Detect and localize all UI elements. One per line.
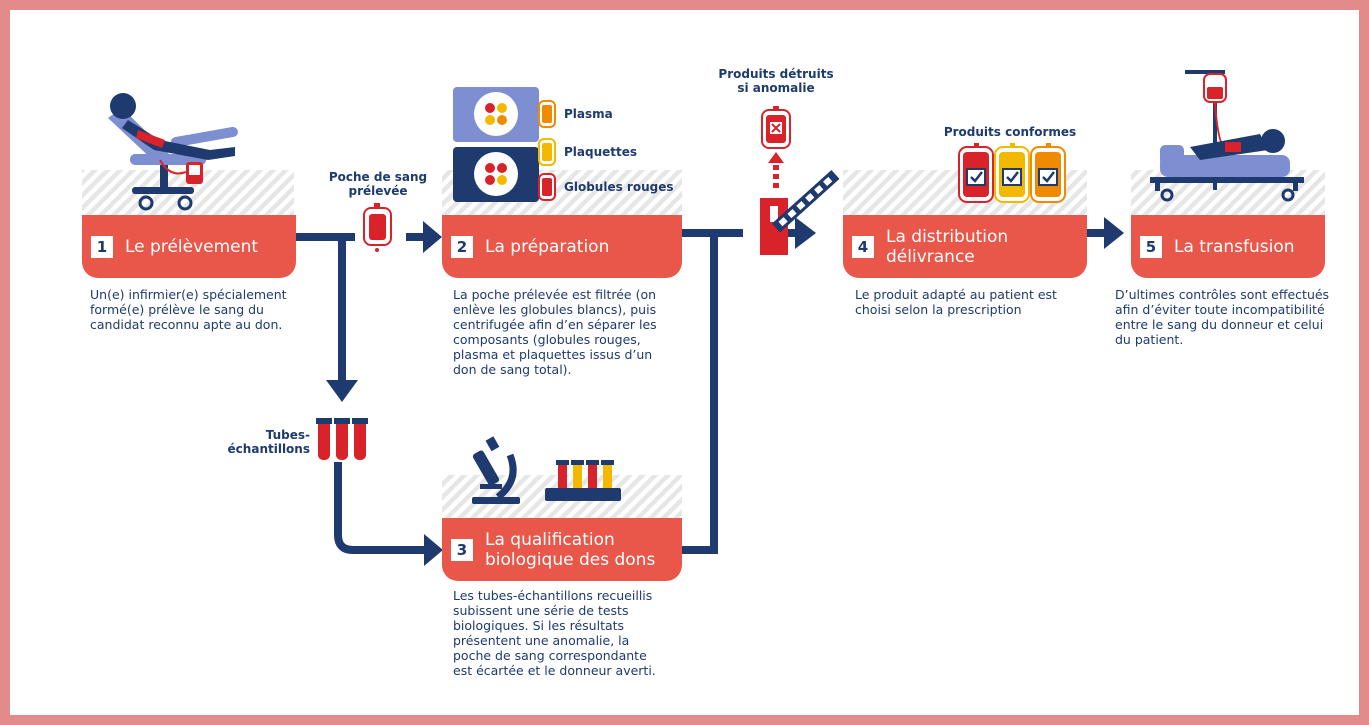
step-number-5: 5	[1140, 235, 1162, 258]
desc-line: don de sang total).	[453, 362, 572, 377]
desc-line: présentent une anomalie, la	[453, 633, 630, 648]
desc-line: plasma et plaquettes issus d’un	[453, 347, 653, 362]
step-title-3-line: biologique des dons	[485, 549, 656, 570]
step-title-4-line: La distribution	[886, 226, 1009, 247]
conform-bags-icon	[958, 143, 1066, 203]
step-box-4: 4 La distribution délivrance	[843, 215, 1087, 278]
step-title-5: La transfusion	[1174, 237, 1295, 257]
step-title-2-line: La préparation	[485, 236, 610, 257]
step-desc-5: D’ultimes contrôles sont effectués afin …	[1115, 287, 1329, 347]
step-title-3: La qualification biologique des dons	[485, 530, 655, 570]
desc-line: formé(e) prélève le sang du	[90, 302, 264, 317]
label-line: Poche de sang	[328, 170, 428, 184]
sample-tubes-icon	[316, 418, 368, 460]
donor-chair-icon	[108, 93, 238, 211]
flow-line-tubes-to-3	[334, 462, 428, 554]
step-number-3: 3	[451, 538, 473, 561]
desc-line: Un(e) infirmier(e) spécialement	[90, 287, 287, 302]
component-bags-icon	[538, 100, 556, 201]
test-tube-rack-icon	[545, 460, 621, 501]
desc-line: D’ultimes contrôles sont effectués	[1115, 287, 1330, 302]
step-number-4: 4	[852, 235, 874, 258]
flow-lines	[296, 229, 1106, 554]
desc-line: candidat reconnu apte au don.	[90, 317, 283, 332]
desc-line: poche de sang correspondante	[453, 648, 647, 663]
blood-bag-icon	[363, 203, 392, 252]
desc-line: subissent une série de tests	[453, 603, 629, 618]
desc-line: afin d’éviter toute incompatibilité	[1115, 302, 1325, 317]
destroyed-bag-icon	[761, 106, 791, 188]
step-desc-2: La poche prélevée est filtrée (on enlève…	[453, 287, 657, 377]
desc-line: est écartée et le donneur averti.	[453, 663, 656, 678]
desc-line: Le produit adapté au patient est	[855, 287, 1057, 302]
desc-line: centrifugée afin d’en séparer les	[453, 317, 657, 332]
barrier-gate-icon	[760, 170, 840, 255]
desc-line: entre le sang du donneur et celui	[1115, 317, 1324, 332]
step-desc-3: Les tubes-échantillons recueillis subiss…	[453, 588, 656, 678]
arrow-to-2	[423, 221, 442, 253]
step-box-1: 1 Le prélèvement	[82, 215, 296, 278]
conform-products-label: Produits conformes	[943, 125, 1077, 139]
centrifuge-icon	[453, 87, 539, 202]
desc-line: biologiques. Si les résultats	[453, 618, 625, 633]
desc-line: La poche prélevée est filtrée (on	[453, 287, 657, 302]
component-plasma: Plasma	[564, 107, 613, 121]
step-desc-1: Un(e) infirmier(e) spécialement formé(e)…	[90, 287, 287, 332]
label-line: Tubes-	[265, 428, 310, 442]
step-number-2: 2	[451, 235, 473, 258]
step-number-1: 1	[91, 235, 113, 258]
label-line: si anomalie	[737, 81, 815, 95]
step-box-5: 5 La transfusion	[1131, 215, 1325, 278]
label-line: prélevée	[348, 184, 408, 198]
arrow-to-3	[424, 534, 443, 566]
component-platelets: Plaquettes	[564, 145, 638, 159]
label-line: Produits détruits	[718, 67, 834, 81]
microscope-icon	[472, 436, 520, 504]
arrow-to-5	[1104, 217, 1124, 249]
label-line: échantillons	[227, 442, 310, 456]
step-title-2: La préparation	[485, 237, 609, 257]
desc-line: enlève les globules blancs), puis	[453, 302, 657, 317]
destroyed-products-label: Produits détruits si anomalie	[706, 67, 846, 95]
arrow-to-4	[795, 217, 816, 249]
step-box-3: 3 La qualification biologique des dons	[442, 518, 682, 581]
desc-line: choisi selon la prescription	[855, 302, 1022, 317]
step-title-4: La distribution délivrance	[886, 227, 1008, 267]
component-red-cells: Globules rouges	[564, 180, 674, 194]
desc-line: du patient.	[1115, 332, 1184, 347]
step-title-5-line: La transfusion	[1174, 236, 1295, 257]
diagram-art	[82, 70, 1325, 566]
step-title-4-line: délivrance	[886, 246, 975, 267]
desc-line: composants (globules rouges,	[453, 332, 641, 347]
step-desc-4: Le produit adapté au patient est choisi …	[855, 287, 1057, 317]
blood-bag-label: Poche de sang prélevée	[326, 170, 430, 198]
step-title-1: Le prélèvement	[125, 237, 258, 257]
flow-line-join	[682, 229, 718, 554]
step-box-2: 2 La préparation	[442, 215, 682, 278]
desc-line: Les tubes-échantillons recueillis	[453, 588, 653, 603]
sample-tubes-label: Tubes- échantillons	[210, 428, 310, 456]
flow-arrows	[326, 217, 1124, 566]
arrow-to-tubes	[326, 380, 358, 402]
iv-drip-icon	[1185, 70, 1229, 190]
patient-bed-icon	[1150, 129, 1304, 202]
step-title-1-line: Le prélèvement	[125, 236, 259, 257]
step-title-3-line: La qualification	[485, 529, 615, 550]
